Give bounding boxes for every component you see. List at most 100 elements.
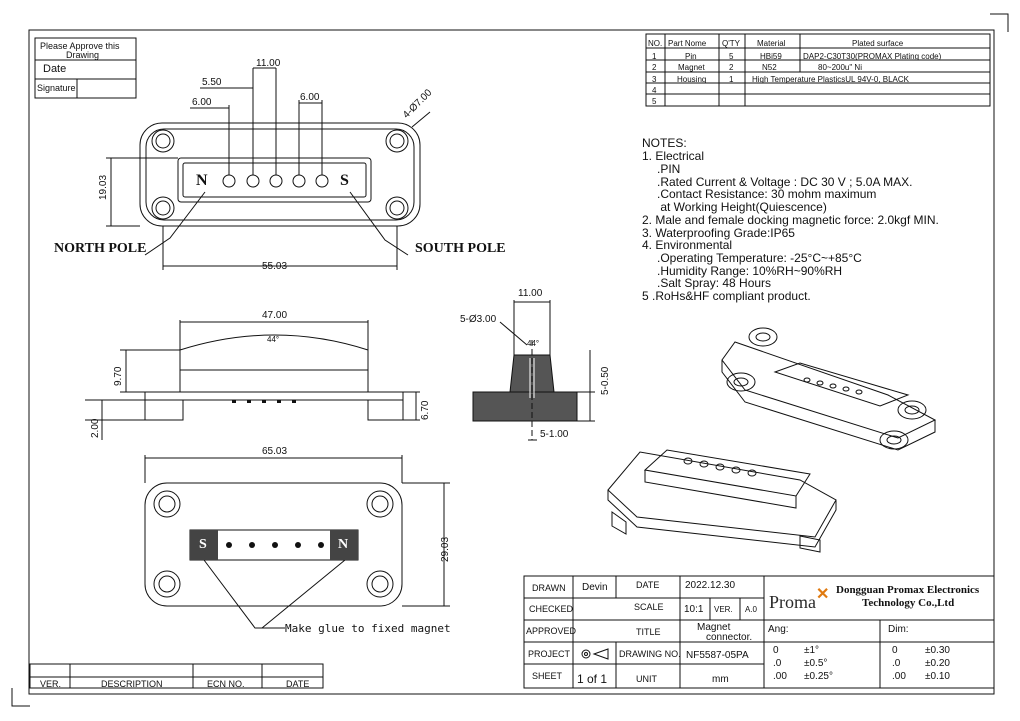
dim-label: 2.00 xyxy=(90,418,101,438)
top-view xyxy=(106,67,431,270)
logo-x-icon: ✕ xyxy=(816,586,830,603)
tb-project-label: PROJECT xyxy=(528,649,571,659)
tb-dim-cell: .0 xyxy=(892,658,901,669)
tb-drawing-no-label: DRAWING NO. xyxy=(619,649,681,659)
rev-ver-label: VER. xyxy=(40,679,62,689)
tb-ver-value: A.0 xyxy=(745,605,758,614)
promax-logo: Proma xyxy=(769,592,816,612)
dim-label: 44° xyxy=(267,335,280,344)
title-block-frame xyxy=(523,575,995,689)
dim-label: 5.50 xyxy=(202,77,222,88)
side-view xyxy=(85,320,420,440)
dim-label: 5-Ø3.00 xyxy=(460,314,497,325)
note-line: 1. Electrical xyxy=(642,149,705,163)
note-line: .Rated Current & Voltage : DC 30 V ; 5.0… xyxy=(657,175,913,189)
tb-ang-label: Ang: xyxy=(768,624,789,635)
tb-drawing-no-value: NF5587-05PA xyxy=(686,650,749,661)
tb-title-value-1: Magnet xyxy=(697,622,731,633)
dim-label: 9.70 xyxy=(113,366,124,386)
note-line: .Humidity Range: 10%RH~90%RH xyxy=(657,264,843,278)
parts-cell: 2 xyxy=(729,63,734,72)
corner-mark xyxy=(11,688,30,707)
company-name-1: Dongguan Promax Electronics xyxy=(836,584,980,596)
dim-label: 5-0.50 xyxy=(600,366,611,395)
tb-sheet-label: SHEET xyxy=(532,671,563,681)
tb-ang-cell: ±0.25° xyxy=(804,671,833,682)
projection-symbol-icon xyxy=(581,648,609,660)
magnet-n-mark: N xyxy=(338,537,349,552)
dim-label: 55.03 xyxy=(262,261,288,272)
parts-header-plated: Plated surface xyxy=(852,39,904,48)
dim-label: 6.00 xyxy=(300,92,320,103)
corner-mark xyxy=(990,13,1009,32)
north-mark: N xyxy=(196,172,208,189)
parts-cell: 5 xyxy=(729,52,734,61)
parts-header-no: NO. xyxy=(648,39,663,48)
magnet-s-mark: S xyxy=(199,537,207,552)
note-line: 3. Waterproofing Grade:IP65 xyxy=(642,226,795,240)
parts-table-frame xyxy=(645,33,991,107)
glue-note: Make glue to fixed magnet xyxy=(285,622,451,635)
tb-ang-cell: ±1° xyxy=(804,645,820,656)
tb-dim-cell: ±0.20 xyxy=(925,658,950,669)
note-line: .Contact Resistance: 30 mohm maximum xyxy=(657,187,877,201)
parts-header-material: Material xyxy=(757,39,786,48)
dim-label: 11.00 xyxy=(256,58,281,69)
parts-header-qty: Q'TY xyxy=(722,39,740,48)
approval-title-1: Please Approve this xyxy=(40,41,120,51)
tb-dim-label: Dim: xyxy=(888,624,909,635)
parts-cell: HBi59 xyxy=(760,52,782,61)
note-line: 2. Male and female docking magnetic forc… xyxy=(642,213,939,227)
dim-label: 65.03 xyxy=(262,446,288,457)
dim-label: 44° xyxy=(527,339,540,348)
dim-label: 6.70 xyxy=(420,400,431,420)
tb-ang-cell: .0 xyxy=(773,658,782,669)
dim-label: 29.03 xyxy=(440,536,451,562)
rev-description-label: DESCRIPTION xyxy=(101,679,163,689)
tb-date-value: 2022.12.30 xyxy=(685,580,736,591)
tb-title-value-2: connector. xyxy=(706,632,753,643)
tb-approved-label: APPROVED xyxy=(526,626,577,636)
tb-drawn-label: DRAWN xyxy=(532,583,566,593)
tb-scale-label: SCALE xyxy=(634,602,664,612)
parts-cell: Pin xyxy=(685,52,697,61)
dim-label: 47.00 xyxy=(262,310,288,321)
note-line: .Salt Spray: 48 Hours xyxy=(657,276,772,290)
parts-cell: 2 xyxy=(652,63,657,72)
approval-date-label: Date xyxy=(43,63,67,75)
dim-label: 11.00 xyxy=(518,288,543,299)
rev-ecn-label: ECN NO. xyxy=(207,679,245,689)
south-mark: S xyxy=(340,172,349,189)
tb-checked-label: CHECKED xyxy=(529,604,574,614)
parts-header-name: Part Nome xyxy=(668,39,707,48)
tb-dim-cell: .00 xyxy=(892,671,906,682)
parts-cell: Magnet xyxy=(678,63,705,72)
tb-scale-value: 10:1 xyxy=(684,604,704,615)
tb-dim-cell: ±0.10 xyxy=(925,671,950,682)
tb-unit-label: UNIT xyxy=(636,674,657,684)
parts-cell: 4 xyxy=(652,86,657,95)
rev-date-label: DATE xyxy=(286,679,310,689)
revision-block-frame xyxy=(29,663,324,689)
parts-cell: 1 xyxy=(652,52,657,61)
tb-ang-cell: 0 xyxy=(773,645,779,656)
parts-cell: N52 xyxy=(762,63,777,72)
parts-cell: 3 xyxy=(652,75,657,84)
tb-ang-cell: ±0.5° xyxy=(804,658,828,669)
north-pole-label: NORTH POLE xyxy=(54,241,147,256)
dim-label: 6.00 xyxy=(192,97,212,108)
tb-sheet-value: 1 of 1 xyxy=(577,672,608,686)
notes-heading: NOTES: xyxy=(642,136,687,150)
note-line: 4. Environmental xyxy=(642,238,733,252)
isometric-view-top xyxy=(721,327,937,451)
tb-unit-value: mm xyxy=(712,674,729,685)
tb-title-label: TITLE xyxy=(636,627,661,637)
parts-cell: 80~200u" Ni xyxy=(818,63,862,72)
note-line: .PIN xyxy=(657,162,681,176)
note-line: at Working Height(Quiescence) xyxy=(657,200,827,214)
tb-date-label: DATE xyxy=(636,580,660,590)
parts-cell: Housing xyxy=(677,75,707,84)
tb-ang-cell: .00 xyxy=(773,671,787,682)
